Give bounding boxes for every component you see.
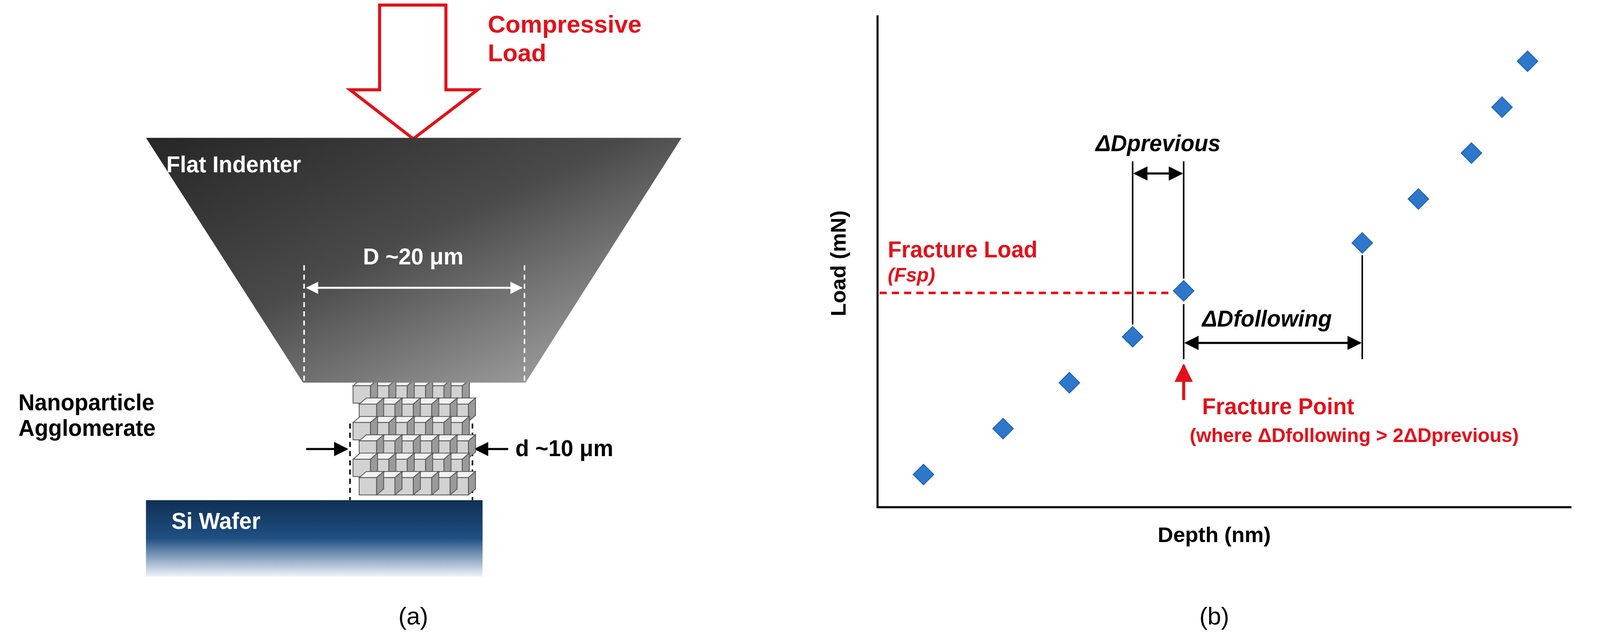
y-axis xyxy=(876,15,879,508)
indenter-label-text: Flat Indenter xyxy=(166,152,301,178)
dimension-label: d ~10 μm xyxy=(515,435,613,462)
fracture-point-note-text: (where ΔDfollowing > 2ΔDprevious) xyxy=(1189,424,1519,446)
axis-title-text: Load (mN) xyxy=(826,210,851,316)
data-point xyxy=(1517,51,1538,72)
fracture-point-label-text: Fracture Point xyxy=(1202,393,1355,420)
dim-arrow xyxy=(306,448,348,451)
data-point xyxy=(1461,142,1482,164)
dim-arrow xyxy=(1185,341,1361,345)
data-point xyxy=(1351,232,1373,253)
si-wafer-outline xyxy=(145,500,483,577)
data-point xyxy=(913,464,934,485)
axis-title-text: Depth (nm) xyxy=(1157,522,1271,546)
fracture-point-note: (where ΔDfollowing > 2ΔDprevious) xyxy=(1189,424,1519,447)
dimension-label-text: ΔDprevious xyxy=(1095,130,1221,156)
extension-line xyxy=(1182,161,1185,279)
fracture-point-arrow xyxy=(1182,365,1186,401)
fracture-load-label-text: Fracture Load xyxy=(887,236,1038,263)
agglomerate-label-text: Nanoparticle Agglomerate xyxy=(18,389,156,442)
extension-line xyxy=(1132,161,1134,325)
fracture-load-label: Fracture Load xyxy=(887,236,1038,263)
dimension-label: D ~20 μm xyxy=(363,243,464,271)
flat-indenter-outline xyxy=(145,137,682,383)
axis-title: Load (mN) xyxy=(826,210,852,316)
data-point xyxy=(1173,280,1194,301)
dimension-label-text: D ~20 μm xyxy=(363,243,464,270)
load-label-text: Compressive Load xyxy=(487,10,642,66)
fracture-load-symbol: (Fsp) xyxy=(887,264,936,287)
data-point xyxy=(992,418,1014,439)
dim-arrow xyxy=(475,448,509,451)
fracture-load-symbol-text: (Fsp) xyxy=(887,264,936,286)
panel-label-text: (a) xyxy=(398,601,429,630)
panel-label-text: (b) xyxy=(1199,601,1230,630)
dimension-label-text: d ~10 μm xyxy=(515,435,613,462)
wafer-label-text: Si Wafer xyxy=(171,508,261,534)
extension-line xyxy=(1182,304,1185,360)
load-label: Compressive Load xyxy=(487,10,662,67)
data-point xyxy=(1492,96,1513,118)
extension-line xyxy=(1361,255,1363,360)
dim-dashed-line xyxy=(349,423,351,501)
load-arrow xyxy=(349,5,478,139)
x-axis xyxy=(876,506,1572,509)
fracture-load-line xyxy=(879,291,1172,295)
axis-title: Depth (nm) xyxy=(1157,522,1271,548)
dim-dashed-line xyxy=(303,265,305,383)
panel-label: (b) xyxy=(1199,601,1230,631)
cube xyxy=(359,471,384,495)
wafer-label: Si Wafer xyxy=(171,508,261,535)
dim-dashed-line xyxy=(523,265,526,383)
dimension-label-text: ΔDfollowing xyxy=(1202,306,1333,332)
nanoparticle-agglomerate xyxy=(352,379,476,495)
data-point xyxy=(1122,326,1143,347)
dim-arrow xyxy=(1134,172,1182,175)
panel-label: (a) xyxy=(398,601,429,631)
flat-indenter: Flat Indenter D ~20 μm xyxy=(145,137,682,383)
dim-arrow xyxy=(307,286,522,290)
si-wafer: Si Wafer xyxy=(145,500,483,577)
data-point xyxy=(1408,188,1429,209)
dimension-label: ΔDfollowing xyxy=(1202,306,1333,333)
fracture-point-label: Fracture Point xyxy=(1202,393,1355,420)
dimension-label: ΔDprevious xyxy=(1095,130,1221,157)
indenter-label: Flat Indenter xyxy=(166,152,301,179)
data-points xyxy=(913,51,1538,485)
agglomerate-label: Nanoparticle Agglomerate xyxy=(18,389,223,442)
data-point xyxy=(1059,372,1080,393)
